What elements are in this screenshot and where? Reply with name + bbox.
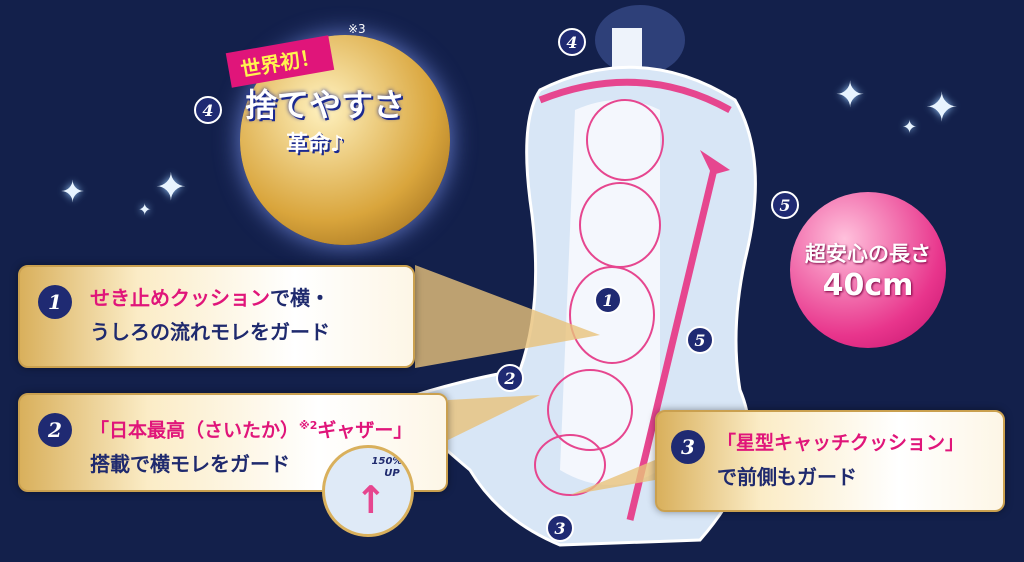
badge-5-pad: 5	[686, 326, 714, 354]
feature-3-number: 3	[671, 430, 705, 464]
feature-2-number: 2	[38, 413, 72, 447]
sparkle-icon: ✦	[155, 165, 187, 209]
badge-4: 4	[194, 96, 222, 124]
medallion-title: 捨てやすさ	[244, 86, 405, 124]
feature-1-line2: うしろの流れモレをガード	[90, 320, 330, 344]
feature-1-box: 1 せき止めクッションで横・ うしろの流れモレをガード	[18, 265, 415, 368]
feature-2-highlight: 「日本最高（さいたか）	[90, 419, 300, 442]
badge-4-pad: 4	[558, 28, 586, 56]
sparkle-icon: ✦	[60, 175, 86, 210]
gather-zoom-circle: ↑ 150%に UP	[322, 445, 414, 537]
sparkle-icon: ✦	[835, 75, 866, 116]
feature-3-line2: で前側もガード	[717, 465, 857, 489]
badge-1-pad: 1	[594, 286, 622, 314]
footnote-2: ※2	[299, 419, 318, 432]
length-label: 超安心の長さ	[805, 241, 931, 266]
feature-1-number: 1	[38, 285, 72, 319]
medallion-subtitle: 革命♪	[285, 132, 345, 157]
sparkle-icon: ✦	[925, 85, 959, 131]
length-value: 40cm	[822, 267, 914, 303]
feature-1-highlight: せき止めクッション	[90, 286, 270, 310]
zoom-label: 150%に UP	[371, 456, 413, 479]
footnote-3: ※3	[348, 22, 366, 36]
length-badge: 超安心の長さ 40cm	[790, 192, 946, 348]
badge-5: 5	[771, 191, 799, 219]
feature-2-highlight2: ギャザー」	[317, 419, 413, 442]
feature-2-line2: 搭載で横モレをガード	[90, 452, 290, 477]
sparkle-icon: ✦	[902, 117, 918, 138]
badge-2-pad: 2	[496, 364, 524, 392]
feature-3-highlight: 「星型キャッチクッション」	[717, 432, 965, 454]
badge-3-pad: 3	[546, 514, 574, 542]
sparkle-icon: ✦	[138, 200, 152, 219]
feature-1-text: で横・	[270, 286, 330, 310]
feature-3-box: 3 「星型キャッチクッション」 で前側もガード	[655, 410, 1005, 512]
up-arrow-icon: ↑	[355, 478, 387, 522]
